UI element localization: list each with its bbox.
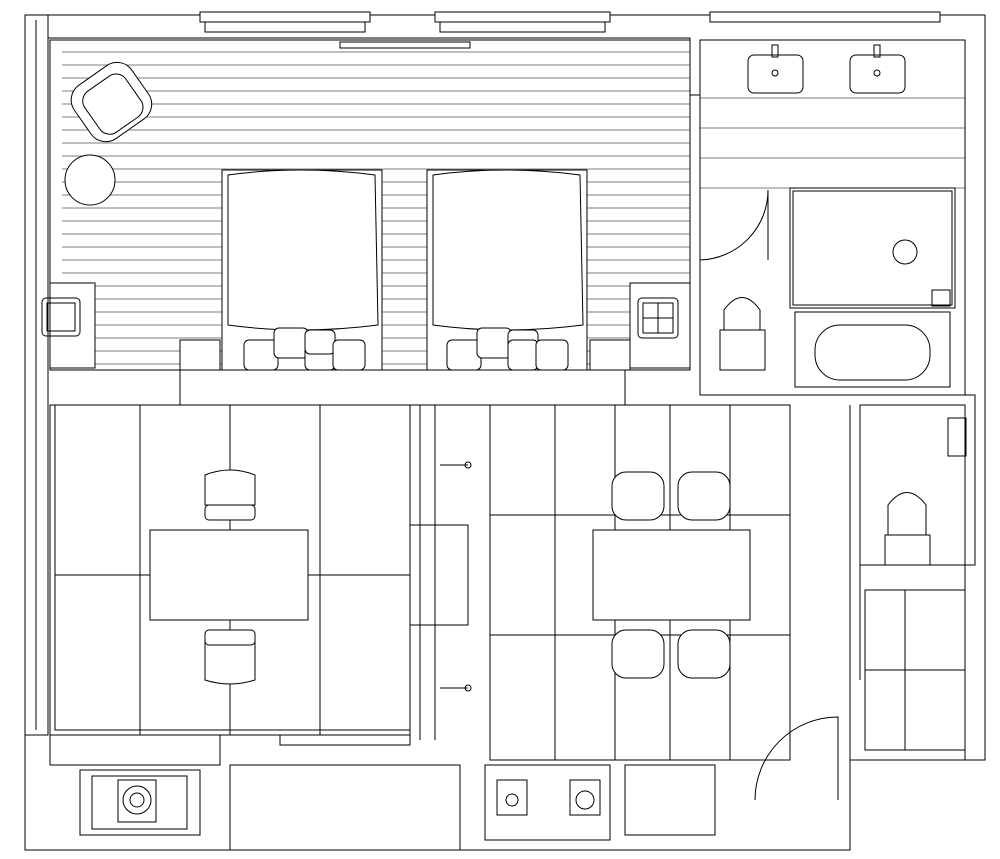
bathtub-icon bbox=[794, 311, 951, 388]
outer-walls bbox=[24, 14, 986, 851]
door-swing-icon bbox=[754, 716, 839, 801]
toilet-icon bbox=[719, 297, 766, 371]
toilet-icon bbox=[884, 492, 931, 566]
chair-icon bbox=[611, 471, 731, 679]
toilet-room bbox=[849, 404, 967, 760]
bathroom-tiles bbox=[700, 97, 965, 189]
armchair-icon bbox=[70, 61, 153, 143]
appliance-icon bbox=[79, 769, 601, 836]
round-table-icon bbox=[64, 154, 116, 206]
chair-icon bbox=[204, 469, 256, 685]
corridor bbox=[409, 405, 472, 740]
shower-icon bbox=[789, 187, 956, 309]
sink-icon bbox=[747, 44, 906, 94]
window-icon bbox=[41, 297, 679, 339]
pillow-icon bbox=[243, 327, 569, 371]
table-icon bbox=[592, 529, 751, 621]
door-swing-icon bbox=[699, 189, 769, 261]
table-icon bbox=[149, 529, 309, 621]
window-icon bbox=[199, 11, 941, 49]
